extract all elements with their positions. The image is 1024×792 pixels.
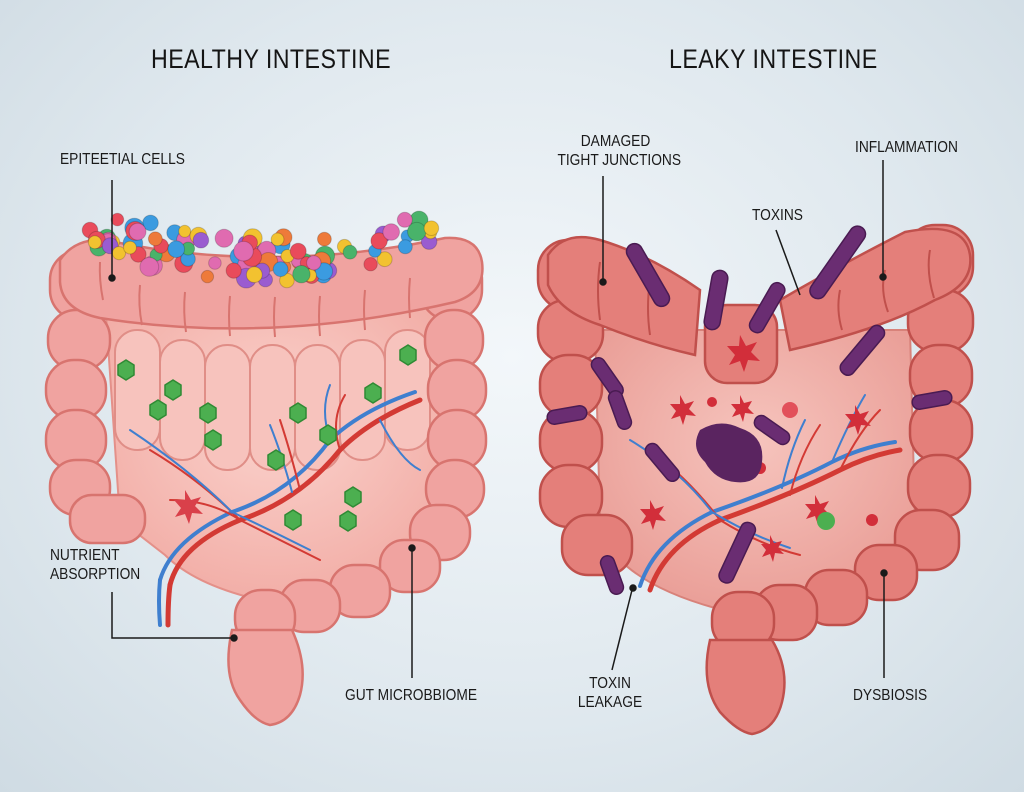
stray-nutrient <box>817 512 835 530</box>
label-epithelial-cells: EPITEETIAL CELLS <box>60 151 185 168</box>
pointer-toxins <box>775 229 801 296</box>
microbe-sphere <box>306 255 322 271</box>
middle-red-cell <box>727 335 760 372</box>
microbe-sphere <box>147 231 163 247</box>
gut-microbiome-cluster <box>81 210 440 289</box>
label-nutrient-line2: ABSORPTION <box>50 566 141 583</box>
label-pointer-lines <box>108 160 888 678</box>
leaky-ascending-colon <box>536 238 634 577</box>
microbe-sphere <box>208 256 222 270</box>
microbe-sphere <box>178 224 192 238</box>
leaky-title: LEAKY INTESTINE <box>669 44 878 74</box>
healthy-villi <box>114 329 431 471</box>
microbe-sphere <box>192 231 210 249</box>
label-nutrient-line1: NUTRIENT <box>50 547 120 564</box>
microbe-sphere <box>407 221 427 242</box>
healthy-title: HEALTHY INTESTINE <box>151 44 391 74</box>
healthy-blood-vessels <box>129 384 423 628</box>
label-leakage-line2: LEAKAGE <box>577 694 643 711</box>
healthy-descending-colon <box>408 248 488 562</box>
healthy-transverse-segments <box>98 261 411 338</box>
nutrient-particles <box>117 344 417 532</box>
microbe-sphere <box>397 239 413 255</box>
microbe-sphere <box>279 272 295 289</box>
microbe-sphere <box>270 232 285 247</box>
microbe-sphere <box>370 232 388 250</box>
healthy-red-cell <box>174 490 203 524</box>
microbe-sphere <box>142 214 159 232</box>
microbe-sphere <box>139 257 160 277</box>
label-nutrient-absorption: NUTRIENT ABSORPTION <box>50 546 140 584</box>
microbe-sphere <box>396 211 413 228</box>
microbe-sphere <box>225 262 242 279</box>
pointer-leakage <box>611 589 633 671</box>
microbe-sphere <box>342 244 358 260</box>
healthy-intestine <box>44 210 488 727</box>
label-damaged-tight-junctions: DAMAGED TIGHT JUNCTIONS <box>557 132 682 170</box>
healthy-rectum <box>227 628 304 727</box>
label-junctions-line2: TIGHT JUNCTIONS <box>557 152 682 169</box>
leaky-transverse-left <box>546 235 702 357</box>
microbe-sphere <box>245 266 263 284</box>
label-gut-microbiome: GUT MICROBBIOME <box>345 687 478 704</box>
microbe-sphere <box>382 223 401 241</box>
microbe-sphere <box>272 261 289 278</box>
label-toxin-leakage: TOXIN LEAKAGE <box>571 674 648 712</box>
toxin-bacteria <box>546 225 953 595</box>
microbe-sphere <box>376 251 393 268</box>
microbe-sphere <box>363 257 378 272</box>
leaky-rectum <box>705 638 786 736</box>
microbe-sphere <box>317 231 332 247</box>
microbe-sphere <box>87 235 102 250</box>
microbe-sphere <box>123 240 137 255</box>
pointer-nutrient <box>111 592 232 639</box>
microbe-sphere <box>423 220 440 236</box>
microbe-sphere <box>167 240 185 258</box>
label-toxins: TOXINS <box>752 207 803 224</box>
leaky-intestine <box>536 223 975 736</box>
microbe-sphere <box>289 242 307 260</box>
label-leakage-line1: TOXIN <box>589 675 631 692</box>
toxin-blob <box>696 423 763 483</box>
microbe-sphere <box>233 240 254 262</box>
microbe-sphere <box>128 222 147 241</box>
microbe-sphere <box>292 265 311 284</box>
microbe-sphere <box>214 228 234 248</box>
label-inflammation: INFLAMMATION <box>855 139 958 156</box>
label-dysbiosis: DYSBIOSIS <box>853 687 928 704</box>
inflamed-red-cells <box>640 395 878 562</box>
microbe-sphere <box>110 212 125 227</box>
microbe-sphere <box>200 269 215 284</box>
label-junctions-line1: DAMAGED <box>580 133 651 150</box>
